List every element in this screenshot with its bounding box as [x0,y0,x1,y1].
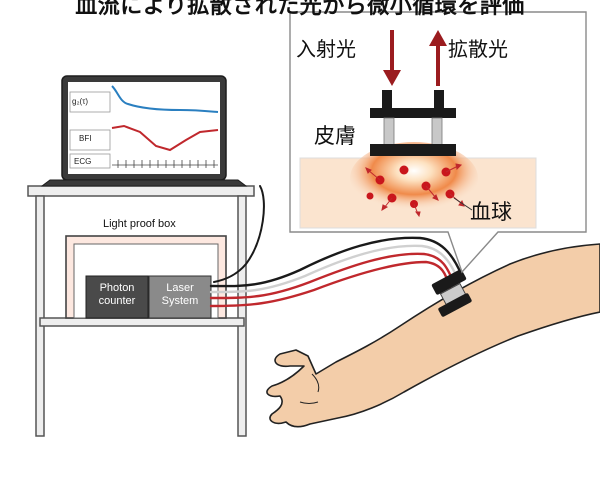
forearm [266,243,600,428]
photon-counter-label: Photon counter [98,282,136,307]
ecg-trace-label: ECG [74,157,92,166]
bfi-trace [111,124,219,152]
scattered-light-label: 拡散光 [448,37,508,61]
blood-pointer [453,197,473,211]
photon-counter-unit [85,275,149,319]
diagram-title: 血流により拡散された光から微小循環を評価 [75,0,525,19]
light-proof-box-label: Light proof box [103,218,176,230]
scattered-arrow [429,30,447,86]
g2-trace [111,85,219,113]
blood-cells-label: 血球 [470,200,512,224]
g2-trace-label: g₂(τ) [72,97,89,106]
probe [431,269,472,317]
callout-probe [370,90,456,156]
incident-arrow [383,30,401,86]
bfi-trace-label: BFI [79,134,92,143]
fiber-cables [209,185,464,308]
laptop [40,75,248,187]
incident-light-label: 入射光 [296,37,356,61]
skin-label: 皮膚 [314,124,356,148]
laser-system-label: Laser System [161,282,199,307]
scatter-arrows [365,163,465,218]
